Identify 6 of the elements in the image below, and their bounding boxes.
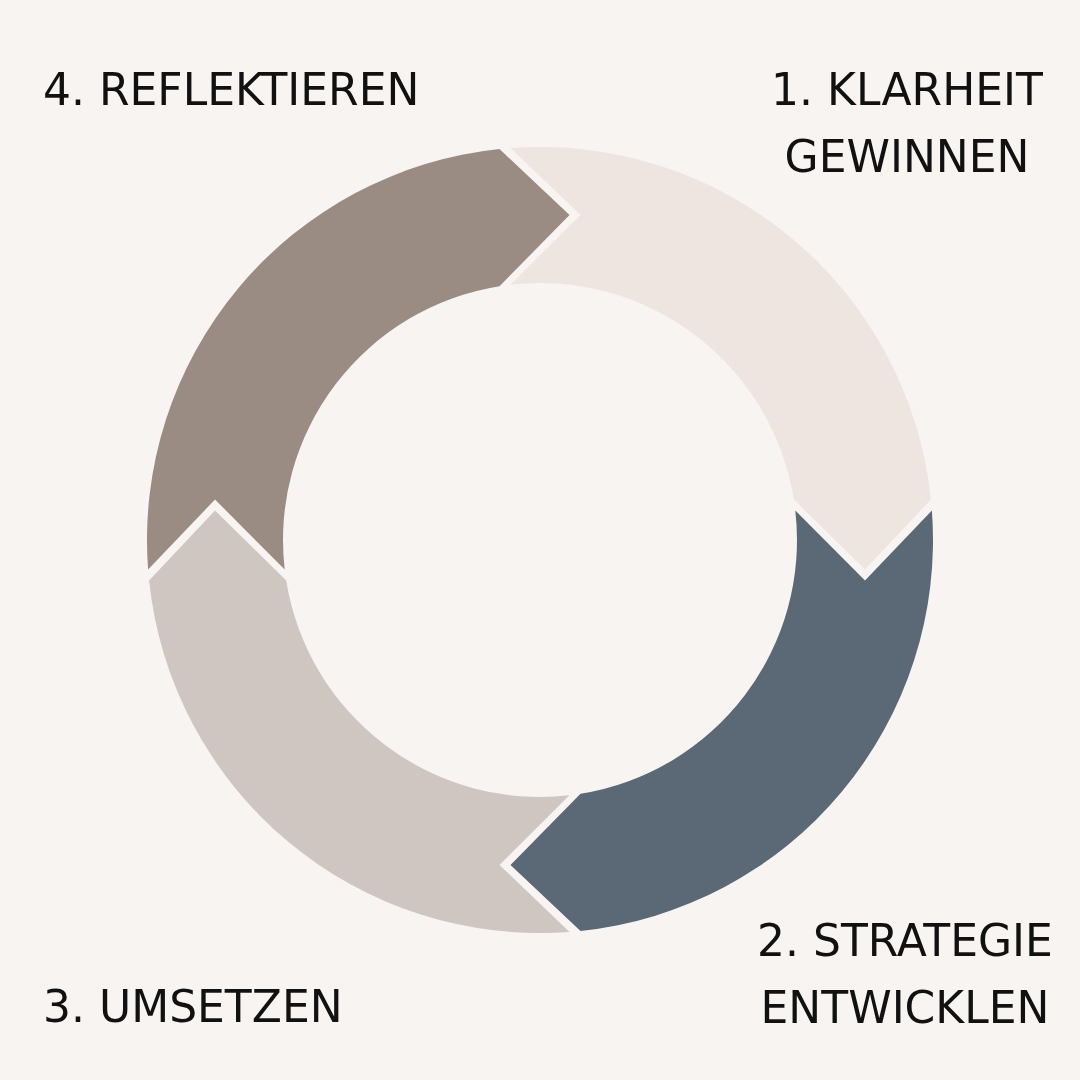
step-label: 3. UMSETZEN	[43, 980, 344, 1034]
curved-arrow-segment	[149, 510, 570, 933]
curved-arrow-segment	[147, 149, 570, 570]
step-label: 1. KLARHEIT GEWINNEN	[770, 63, 1044, 184]
step-label: 4. REFLEKTIEREN	[43, 63, 421, 117]
step-label: 2. STRATEGIE ENTWICKLEN	[756, 914, 1054, 1035]
